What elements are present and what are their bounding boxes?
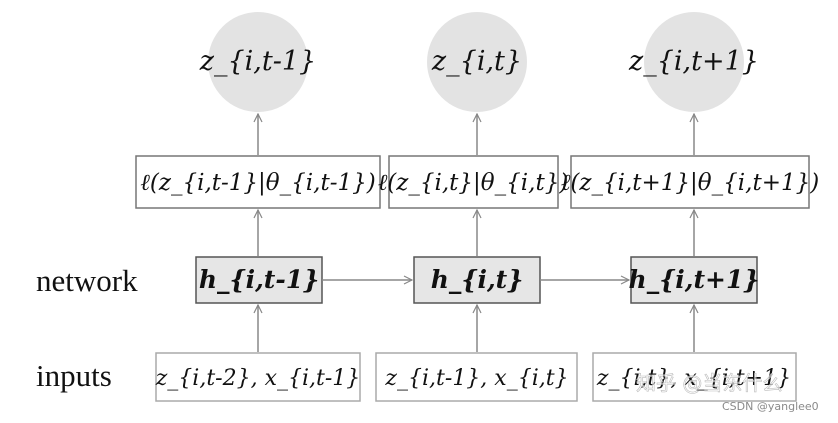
likelihood-label-1: ℓ(z_{i,t-1}|θ_{i,t-1}) — [140, 170, 375, 196]
hidden-state-label-3: h_{i,t+1} — [629, 265, 760, 294]
hidden-state-label-2: h_{i,t} — [431, 265, 524, 294]
hidden-state-label-1: h_{i,t-1} — [199, 265, 319, 294]
input-box-2 — [375, 352, 578, 402]
likelihood-box-1 — [135, 155, 381, 209]
row-label-network: network — [36, 263, 138, 298]
watermark-csdn: CSDN @yanglee0 — [722, 400, 819, 413]
watermark-zhihu: 知乎 @当东什么 — [636, 371, 782, 395]
input-box-1 — [155, 352, 361, 402]
input-label-3: z_{i,t}, x_{i,t+1} — [596, 366, 791, 391]
likelihood-label-2: ℓ(z_{i,t}|θ_{i,t}) — [378, 170, 569, 196]
row-label-inputs: inputs — [36, 358, 112, 393]
likelihood-box-3 — [570, 155, 810, 209]
likelihood-box-2 — [388, 155, 559, 209]
output-label-1: z_{i,t-1} — [199, 46, 316, 77]
output-node-2 — [427, 12, 527, 112]
output-label-2: z_{i,t} — [431, 46, 522, 77]
input-label-2: z_{i,t-1}, x_{i,t} — [384, 366, 568, 391]
hidden-state-box-1 — [195, 256, 323, 304]
output-node-3 — [644, 12, 744, 112]
hidden-state-box-3 — [630, 256, 758, 304]
output-node-1 — [208, 12, 308, 112]
likelihood-label-3: ℓ(z_{i,t+1}|θ_{i,t+1}) — [561, 170, 819, 196]
output-label-3: z_{i,t+1} — [628, 46, 759, 77]
input-box-3 — [592, 352, 797, 402]
input-label-1: z_{i,t-2}, x_{i,t-1} — [155, 366, 361, 391]
hidden-state-box-2 — [413, 256, 541, 304]
